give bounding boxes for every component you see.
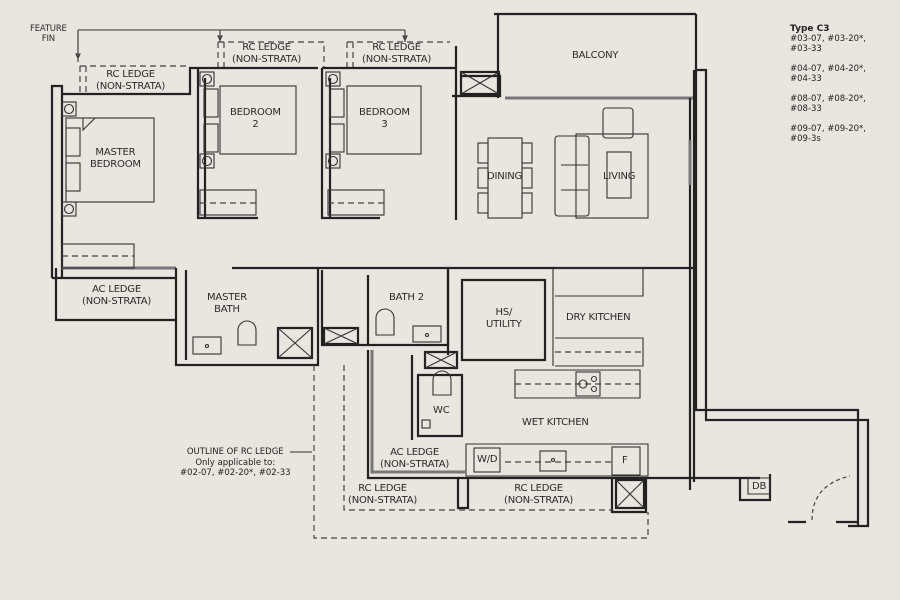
rc-ledge-line1: RC LEDGE: [358, 483, 407, 494]
living-furniture: [554, 107, 649, 219]
unit-type-title: Type C3: [790, 24, 830, 34]
dining-table: [477, 137, 533, 219]
dry-kitchen-label: DRY KITCHEN: [566, 312, 631, 323]
rc-ledge-line1: RC LEDGE: [242, 42, 291, 53]
rc-ledge-lower-right-label: RC LEDGE (NON-STRATA): [504, 483, 573, 507]
wet-kitchen-label: WET KITCHEN: [522, 417, 589, 428]
bedroom3-line2: 3: [381, 119, 388, 130]
unit-group: #09-07, #09-20*, #09-3s: [790, 124, 866, 144]
bedroom2-line2: 2: [252, 119, 259, 130]
wc-label: WC: [433, 405, 450, 416]
rc-ledge-line2: (NON-STRATA): [362, 54, 432, 65]
rc-ledge-outline-dashed: [313, 365, 649, 539]
bedroom3-line1: BEDROOM: [359, 107, 410, 118]
rc-ledge-outline-note: OUTLINE OF RC LEDGE Only applicable to: …: [180, 447, 291, 479]
unit-list-line: #03-33: [790, 44, 822, 54]
rc-ledge-line2: (NON-STRATA): [96, 81, 166, 92]
ac-ledge-line1: AC LEDGE: [92, 284, 141, 295]
master-bath-line1: MASTER: [207, 292, 247, 303]
unit-list-line: #08-07, #08-20*,: [790, 94, 866, 104]
bath2-label: BATH 2: [389, 292, 424, 303]
db-label: DB: [752, 481, 767, 492]
outline-note-line2: Only applicable to:: [195, 457, 276, 468]
rc-ledge-line2: (NON-STRATA): [504, 495, 574, 506]
fridge-label: F: [622, 455, 628, 466]
bed-master: [65, 117, 155, 203]
unit-group: #03-07, #03-20*, #03-33: [790, 34, 866, 54]
outline-note-line1: OUTLINE OF RC LEDGE: [186, 447, 284, 457]
outline-note-line3: #02-07, #02-20*, #02-33: [180, 468, 291, 478]
feature-fin-label: FEATURE FIN: [30, 24, 67, 44]
hs-utility-label: HS/ UTILITY: [486, 307, 522, 331]
rc-ledge-bed2-outline: [217, 41, 325, 68]
bedroom2-label: BEDROOM 2: [230, 107, 281, 131]
ac-ledge-line2: (NON-STRATA): [82, 296, 152, 307]
living-label: LIVING: [603, 171, 636, 182]
master-bedroom-line1: MASTER: [95, 147, 136, 158]
rc-ledge-lower-left-label: RC LEDGE (NON-STRATA): [348, 483, 417, 507]
rc-ledge-master-label: RC LEDGE (NON-STRATA): [96, 69, 165, 93]
unit-list-line: #04-33: [790, 74, 822, 84]
rc-ledge-line1: RC LEDGE: [514, 483, 563, 494]
unit-list-line: #09-07, #09-20*,: [790, 124, 866, 134]
wardrobes: [61, 189, 385, 269]
bed-2: [203, 85, 297, 155]
rc-ledge-bed3-outline: [346, 41, 450, 68]
unit-list-line: #09-3s: [790, 134, 821, 144]
bedroom3-label: BEDROOM 3: [359, 107, 410, 131]
master-bedroom-line2: BEDROOM: [90, 159, 141, 170]
rc-ledge-bed3-label: RC LEDGE (NON-STRATA): [362, 42, 431, 66]
master-bath-label: MASTER BATH: [207, 292, 247, 316]
ac-ledge-kitchen-label: AC LEDGE (NON-STRATA): [380, 447, 449, 471]
bed-3: [329, 85, 422, 155]
bedroom2-line1: BEDROOM: [230, 107, 281, 118]
feature-fin-line1: FEATURE: [30, 24, 67, 34]
master-bath-line2: BATH: [214, 304, 240, 315]
feature-fin-leader: [75, 29, 408, 62]
feature-fin-line2: FIN: [41, 34, 55, 44]
dining-label: DINING: [487, 171, 523, 182]
master-bedroom-label: MASTER BEDROOM: [90, 147, 141, 171]
unit-group: #08-07, #08-20*, #08-33: [790, 94, 866, 114]
service-shafts: [276, 70, 646, 510]
rc-ledge-line2: (NON-STRATA): [232, 54, 302, 65]
ac-ledge-master-label: AC LEDGE (NON-STRATA): [82, 284, 151, 308]
column-markers: [61, 71, 341, 217]
rc-ledge-line2: (NON-STRATA): [348, 495, 418, 506]
unit-type-legend: Type C3 #03-07, #03-20*, #03-33 #04-07, …: [790, 24, 866, 154]
rc-ledge-master-outline: [79, 65, 190, 95]
rc-ledge-bed2-label: RC LEDGE (NON-STRATA): [232, 42, 301, 66]
unit-list-line: #03-07, #03-20*,: [790, 34, 866, 44]
hs-utility-line1: HS/: [495, 307, 513, 318]
washer-dryer-label: W/D: [477, 454, 498, 465]
ac-ledge-line1: AC LEDGE: [390, 447, 439, 458]
rc-ledge-line1: RC LEDGE: [372, 42, 421, 53]
hs-utility-line2: UTILITY: [486, 319, 522, 330]
unit-group: #04-07, #04-20*, #04-33: [790, 64, 866, 84]
unit-list-line: #04-07, #04-20*,: [790, 64, 866, 74]
unit-list-line: #08-33: [790, 104, 822, 114]
balcony-label: BALCONY: [572, 50, 619, 61]
ac-ledge-line2: (NON-STRATA): [380, 459, 450, 470]
bath-fixtures: [192, 308, 641, 476]
rc-ledge-line1: RC LEDGE: [106, 69, 155, 80]
